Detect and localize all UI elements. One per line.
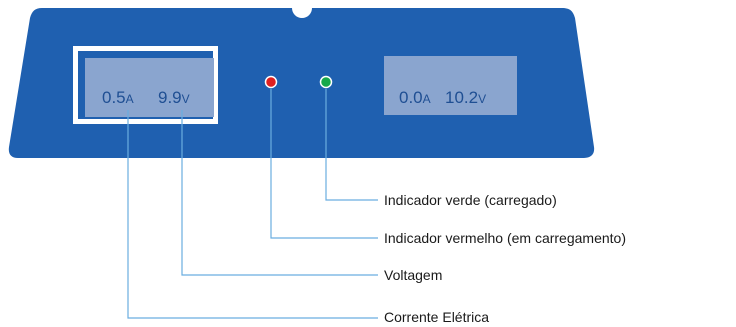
red-indicator-leader [270,89,378,239]
left-voltage-readout: 9.9V [158,88,190,107]
left-display-frame [73,46,218,124]
green-indicator-label: Indicador verde (carregado) [384,192,557,208]
current-label: Corrente Elétrica [384,309,489,325]
left-display: 0.5A 9.9V [73,46,218,124]
right-current-unit: A [423,92,431,106]
green-indicator-led [319,75,333,89]
current-leader [127,110,378,319]
left-current-unit: A [126,92,134,106]
right-voltage-readout: 10.2V [445,88,486,107]
left-current-readout: 0.5A [102,88,134,107]
red-indicator-label: Indicador vermelho (em carregamento) [384,230,626,246]
red-indicator-led [264,75,278,89]
right-display: 0.0A 10.2V [384,56,517,115]
voltage-leader [181,110,378,276]
left-display-screen [85,58,214,117]
right-current-readout: 0.0A [399,88,431,107]
left-current-value: 0.5 [102,88,126,107]
left-voltage-unit: V [182,92,190,106]
right-display-screen [384,56,517,115]
green-indicator-leader [325,89,378,201]
left-voltage-value: 9.9 [158,88,182,107]
right-voltage-unit: V [478,92,486,106]
right-voltage-value: 10.2 [445,88,478,107]
right-current-value: 0.0 [399,88,423,107]
voltage-label: Voltagem [384,267,442,283]
